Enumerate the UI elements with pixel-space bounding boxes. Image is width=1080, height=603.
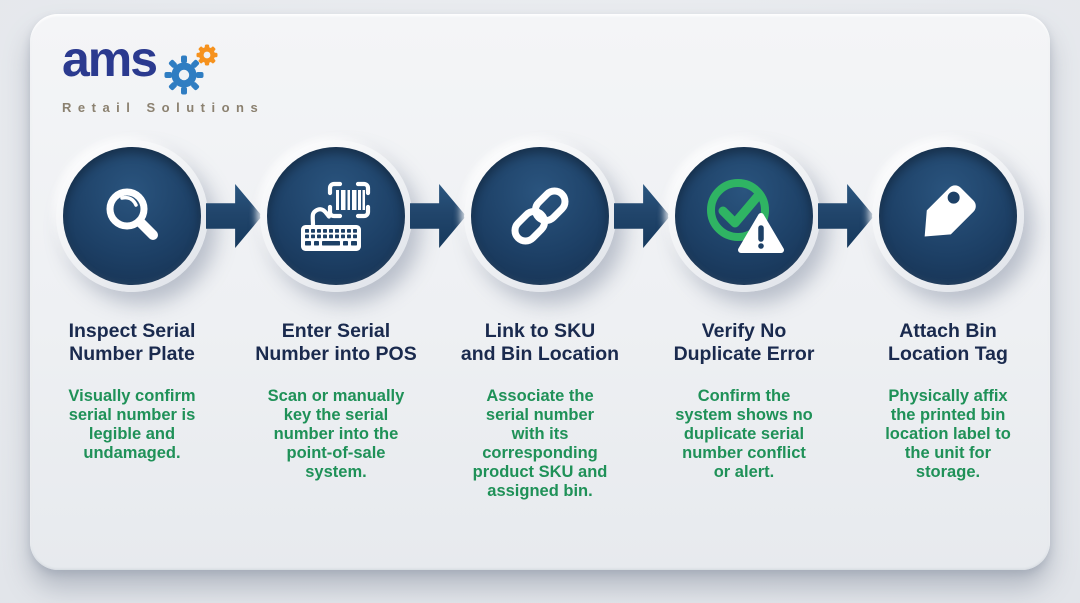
check-warning-icon	[707, 179, 784, 253]
step-circle	[872, 140, 1024, 292]
chain-link-icon	[511, 187, 569, 245]
logo-subtitle: Retail Solutions	[62, 100, 265, 115]
step-title: Inspect Serial Number Plate	[68, 320, 196, 366]
step-inspect-serial: Inspect Serial Number Plate Visually con…	[30, 140, 262, 502]
step-circle	[260, 140, 412, 292]
step-description: Visually confirm serial number is legibl…	[68, 386, 196, 463]
step-description: Physically affix the printed bin locatio…	[885, 386, 1011, 482]
step-verify-duplicate: Verify No Duplicate Error Confirm the sy…	[642, 140, 874, 502]
step-title: Attach Bin Location Tag	[888, 320, 1008, 366]
logo-text: ams	[62, 31, 158, 87]
step-attach-tag: Attach Bin Location Tag Physically affix…	[846, 140, 1050, 502]
magnifier-icon	[106, 188, 158, 240]
step-circle	[56, 140, 208, 292]
step-enter-serial: Enter Serial Number into POS Scan or man…	[234, 140, 466, 502]
infographic-card: ams	[30, 14, 1050, 570]
step-circle	[668, 140, 820, 292]
step-link-sku: Link to SKU and Bin Location Associate t…	[438, 140, 670, 502]
tag-icon	[924, 185, 976, 237]
logo: ams	[62, 31, 265, 115]
gears-icon	[164, 44, 218, 95]
process-steps: Inspect Serial Number Plate Visually con…	[30, 140, 1050, 502]
step-description: Scan or manually key the serial number i…	[267, 386, 405, 482]
step-description: Associate the serial number with its cor…	[472, 386, 608, 501]
step-circle	[464, 140, 616, 292]
step-title: Enter Serial Number into POS	[255, 320, 417, 366]
step-title: Link to SKU and Bin Location	[460, 320, 620, 366]
keyboard-barcode-icon	[301, 181, 371, 251]
step-title: Verify No Duplicate Error	[673, 320, 815, 366]
step-description: Confirm the system shows no duplicate se…	[675, 386, 813, 482]
